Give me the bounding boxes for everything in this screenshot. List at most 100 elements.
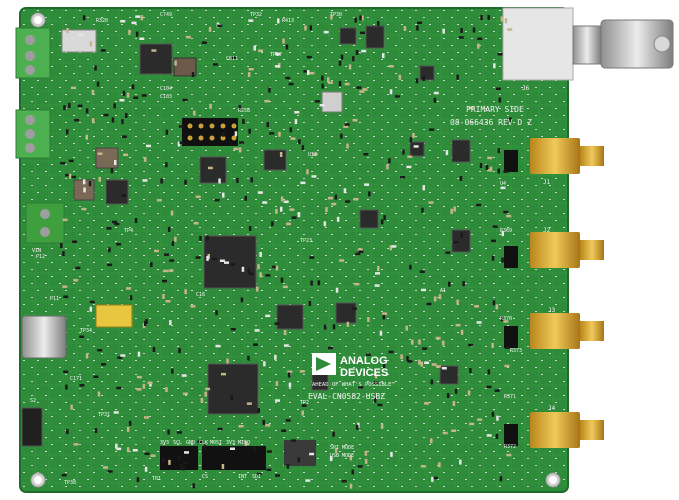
smd-part: [386, 164, 389, 170]
pin-label: GND: [186, 440, 195, 446]
smd-part: [469, 368, 472, 373]
smd-part: [275, 399, 280, 402]
smd-part: [238, 104, 241, 110]
smd-part: [428, 201, 434, 204]
smd-part: [131, 21, 137, 25]
smd-part: [500, 316, 504, 322]
smd-part: [79, 335, 85, 338]
smd-part: [246, 402, 252, 405]
smd-part: [126, 426, 130, 432]
refdes-label: R372: [504, 444, 516, 450]
smd-part: [111, 117, 115, 123]
refdes-label: R370: [500, 316, 512, 322]
smd-part: [361, 49, 367, 53]
smd-part: [312, 152, 318, 156]
smd-part: [97, 391, 101, 397]
smd-part: [355, 50, 359, 55]
smd-part: [193, 110, 196, 116]
smd-part: [438, 462, 441, 468]
smd-part: [230, 447, 235, 450]
pcb-board: [19, 7, 569, 493]
smd-part: [180, 463, 183, 469]
smd-part: [442, 431, 448, 435]
smd-part: [314, 100, 320, 103]
smd-part: [70, 404, 73, 410]
smd-part: [327, 196, 333, 200]
refdes-label: TP38: [64, 480, 76, 486]
smd-part: [407, 155, 413, 158]
smd-part: [154, 249, 159, 253]
smd-part: [250, 177, 253, 183]
terminal-blocks: [15, 27, 65, 244]
smd-part: [323, 221, 327, 227]
smd-part: [212, 257, 218, 261]
smd-part: [209, 103, 212, 109]
smd-part: [422, 76, 425, 81]
smd-part: [400, 176, 406, 179]
smd-part: [355, 424, 359, 430]
smd-part: [79, 384, 85, 387]
smd-part: [493, 63, 496, 69]
smd-part: [93, 375, 99, 378]
smd-part: [115, 443, 118, 449]
smd-part: [271, 221, 274, 227]
smd-part: [214, 198, 220, 202]
pin-label: SDI: [252, 474, 261, 480]
smd-part: [238, 147, 242, 153]
smd-part: [288, 382, 292, 388]
smd-part: [456, 299, 459, 305]
smd-part: [361, 15, 364, 21]
smd-part: [451, 429, 457, 432]
smd-part: [420, 465, 426, 468]
connector-label-j6: J6: [522, 85, 530, 92]
smd-part: [346, 321, 350, 327]
smd-part: [162, 269, 168, 273]
smd-part: [382, 312, 388, 315]
smd-part: [474, 305, 480, 308]
smd-part: [142, 383, 146, 389]
smd-part: [500, 16, 504, 22]
smd-part: [160, 178, 163, 184]
refdes-label: P12: [36, 254, 45, 260]
smd-part: [244, 440, 247, 446]
smd-part: [506, 214, 512, 218]
smd-part: [176, 431, 182, 434]
smd-part: [492, 225, 498, 228]
smd-part: [398, 74, 402, 80]
refdes-label: S2: [30, 398, 36, 404]
smd-part: [374, 373, 378, 379]
smd-part: [285, 76, 291, 80]
refdes-label: C749: [160, 12, 172, 18]
smd-part: [485, 164, 489, 170]
smd-part: [206, 255, 209, 261]
smd-part: [426, 302, 432, 306]
smd-part: [126, 92, 130, 98]
refdes-label: R413: [282, 18, 294, 24]
refdes-label: R373: [510, 348, 522, 354]
smd-part: [136, 477, 140, 483]
smd-part: [301, 145, 305, 151]
smd-part: [205, 387, 211, 391]
smd-part: [65, 173, 71, 177]
smd-part: [137, 351, 141, 357]
smd-part: [256, 286, 259, 292]
smd-part: [306, 55, 312, 59]
smd-part: [229, 263, 235, 266]
smd-part: [375, 272, 380, 275]
smd-part: [113, 411, 119, 414]
smd-part: [233, 147, 239, 151]
smd-part: [477, 418, 483, 421]
smd-part: [193, 222, 199, 225]
smd-part: [412, 133, 415, 138]
smd-part: [181, 374, 187, 377]
smd-part: [400, 354, 403, 360]
pin-label: CLK: [199, 440, 208, 446]
smd-part: [164, 253, 169, 256]
smd-part: [289, 127, 293, 133]
smd-part: [403, 26, 407, 31]
smd-part: [421, 288, 426, 292]
smd-part: [382, 53, 385, 59]
smd-part: [282, 285, 288, 289]
smd-part: [460, 232, 463, 238]
smd-part: [177, 455, 181, 461]
